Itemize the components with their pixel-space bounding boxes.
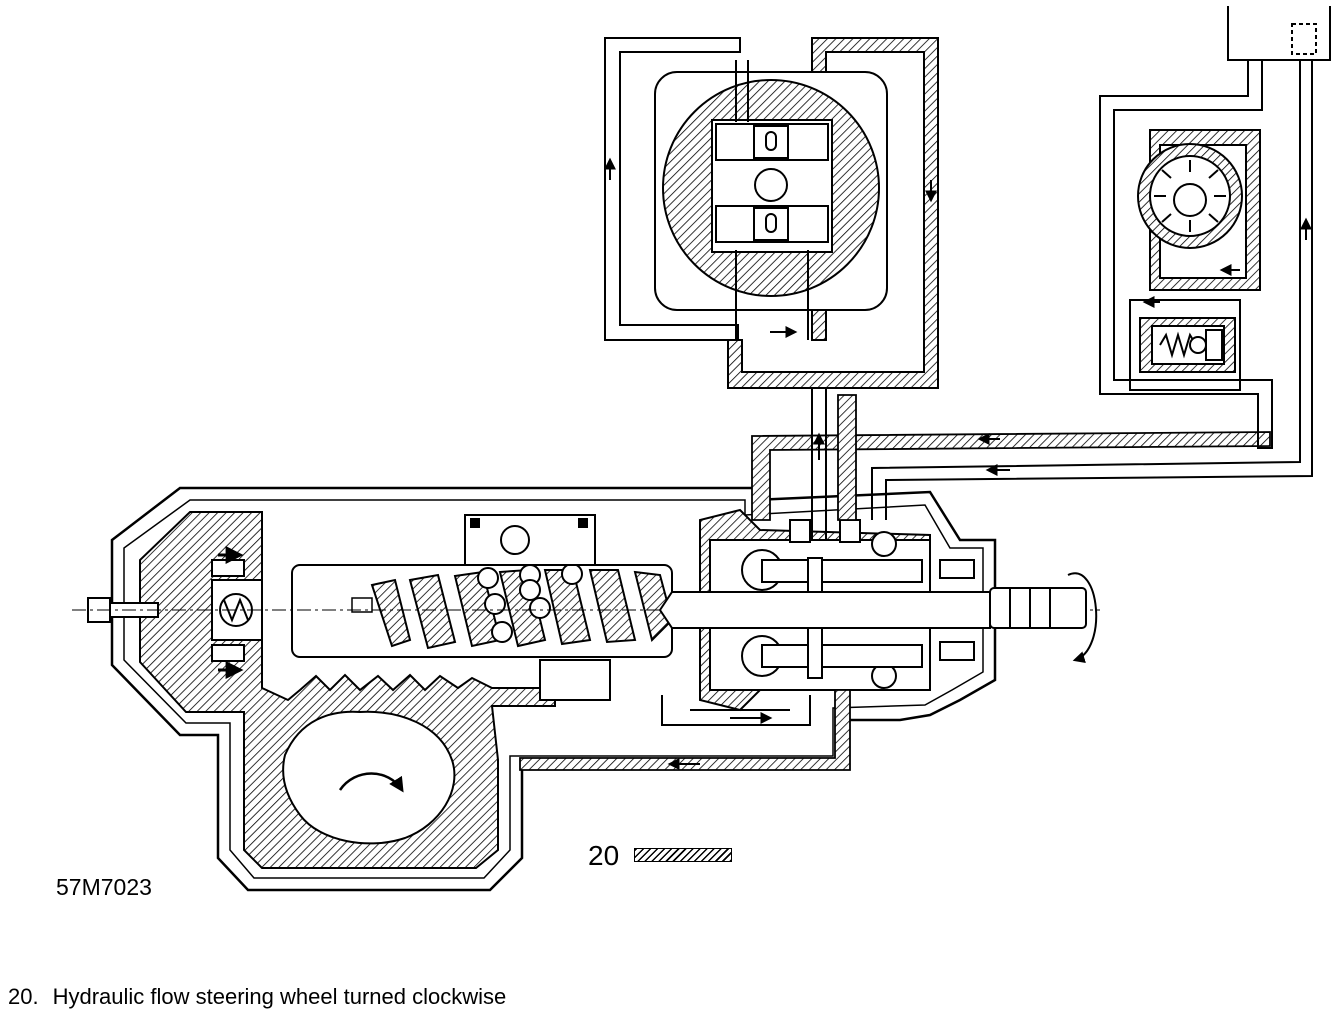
- relief-valve: [1129, 299, 1241, 391]
- return-passage: [661, 695, 811, 726]
- pump: [1137, 129, 1261, 291]
- legend-number: 20: [588, 840, 620, 871]
- transfer-ball: [500, 525, 530, 555]
- control-valve-block: [604, 37, 939, 389]
- sector-gear: [282, 710, 456, 845]
- figure-caption: 20. Hydraulic flow steering wheel turned …: [8, 984, 506, 1010]
- feed-lines: [811, 388, 827, 540]
- worm-shaft: [370, 568, 674, 650]
- legend-hatch-swatch: [634, 848, 732, 862]
- reservoir: [1227, 6, 1331, 61]
- caption-text: Hydraulic flow steering wheel turned clo…: [52, 984, 507, 1009]
- caption-number: 20.: [8, 984, 39, 1009]
- pump-circuit: [1099, 60, 1273, 449]
- input-shaft: [658, 559, 1087, 661]
- reference-code: 57M7023: [56, 874, 152, 900]
- pressure-lines: [519, 394, 1271, 771]
- rotation-arrow: [1067, 572, 1098, 663]
- recirculating-balls: [477, 563, 583, 643]
